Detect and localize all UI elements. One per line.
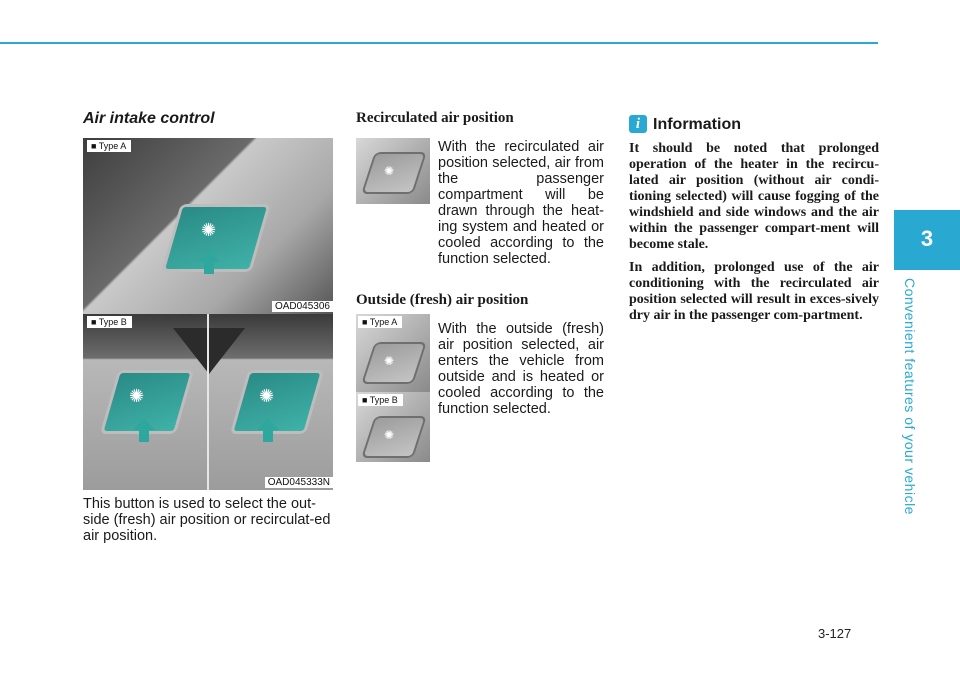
figure-code-a: OAD045306	[271, 301, 333, 312]
page-number: 3-127	[818, 626, 852, 641]
recirculation-icon: ✺	[384, 164, 395, 178]
type-a-label: ■ Type A	[87, 140, 132, 152]
information-icon: i	[629, 115, 647, 133]
recirculated-button-figure: ✺	[356, 138, 430, 204]
section-heading-air-intake: Air intake control	[83, 110, 215, 127]
arrow-up-icon	[133, 418, 155, 430]
information-paragraph-1: It should be noted that prolonged operat…	[629, 141, 879, 252]
outside-air-icon: ✺	[384, 428, 395, 442]
air-intake-description: This button is used to select the out-si…	[83, 496, 331, 544]
type-b-label: ■ Type B	[87, 316, 132, 328]
recirculation-icon: ✺	[201, 220, 217, 240]
chapter-tab: 3	[894, 210, 960, 270]
chapter-title: Convenient features of your vehicle	[902, 278, 918, 515]
type-a-label: ■ Type A	[358, 316, 403, 328]
arrow-up-icon	[257, 418, 279, 430]
type-b-label: ■ Type B	[358, 394, 403, 406]
figure-type-b: ■ Type B ✺ ✺ OAD045333N	[83, 314, 333, 490]
recirculated-heading: Recirculated air position	[356, 110, 514, 126]
information-title: Information	[653, 116, 741, 133]
outside-air-icon: ✺	[259, 386, 275, 406]
figure-code-b: OAD045333N	[264, 477, 333, 488]
outside-air-figure-type-b: ■ Type B ✺	[356, 392, 430, 462]
information-paragraph-2: In addition, prolonged use of the air co…	[629, 260, 879, 323]
center-vent-shape	[173, 328, 245, 374]
arrow-stem	[139, 430, 149, 442]
arrow-stem	[204, 262, 214, 274]
outside-air-figure-type-a: ■ Type A ✺	[356, 314, 430, 392]
outside-air-description: With the outside (fresh) air position se…	[438, 321, 604, 417]
outside-air-icon: ✺	[384, 354, 395, 368]
outside-air-heading: Outside (fresh) air position	[356, 292, 529, 308]
recirculation-icon: ✺	[129, 386, 145, 406]
arrow-up-icon	[198, 250, 220, 262]
divider-line	[207, 314, 209, 490]
arrow-stem	[263, 430, 273, 442]
chapter-number: 3	[920, 226, 934, 251]
figure-type-a: ■ Type A ✺ OAD045306	[83, 138, 333, 314]
top-rule	[0, 42, 878, 44]
recirculated-description: With the recirculated air position selec…	[438, 139, 604, 267]
